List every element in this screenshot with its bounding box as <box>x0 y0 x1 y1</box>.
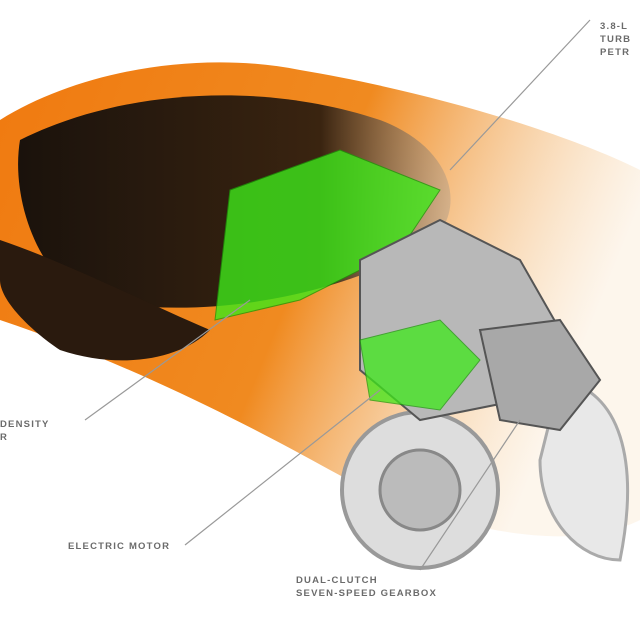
engine-label-line: 3.8-L <box>600 21 629 32</box>
engine-label-line: TURB <box>600 34 632 45</box>
battery-label: DENSITY R <box>0 418 50 444</box>
battery-label-line: DENSITY <box>0 419 50 430</box>
gearbox <box>478 318 602 432</box>
leader-lines <box>84 19 591 571</box>
engine-label: 3.8-L TURB PETR <box>600 20 631 59</box>
gearbox-label-line: SEVEN-SPEED GEARBOX <box>296 588 438 599</box>
engine-label-line: PETR <box>600 47 631 58</box>
battery-label-line: R <box>0 432 9 443</box>
gearbox-label-line: DUAL-CLUTCH <box>296 575 378 586</box>
motor-label: ELECTRIC MOTOR <box>68 541 171 552</box>
side-intake <box>0 240 210 361</box>
electric-motor <box>359 319 481 411</box>
gearbox-label: DUAL-CLUTCH SEVEN-SPEED GEARBOX <box>296 574 437 600</box>
